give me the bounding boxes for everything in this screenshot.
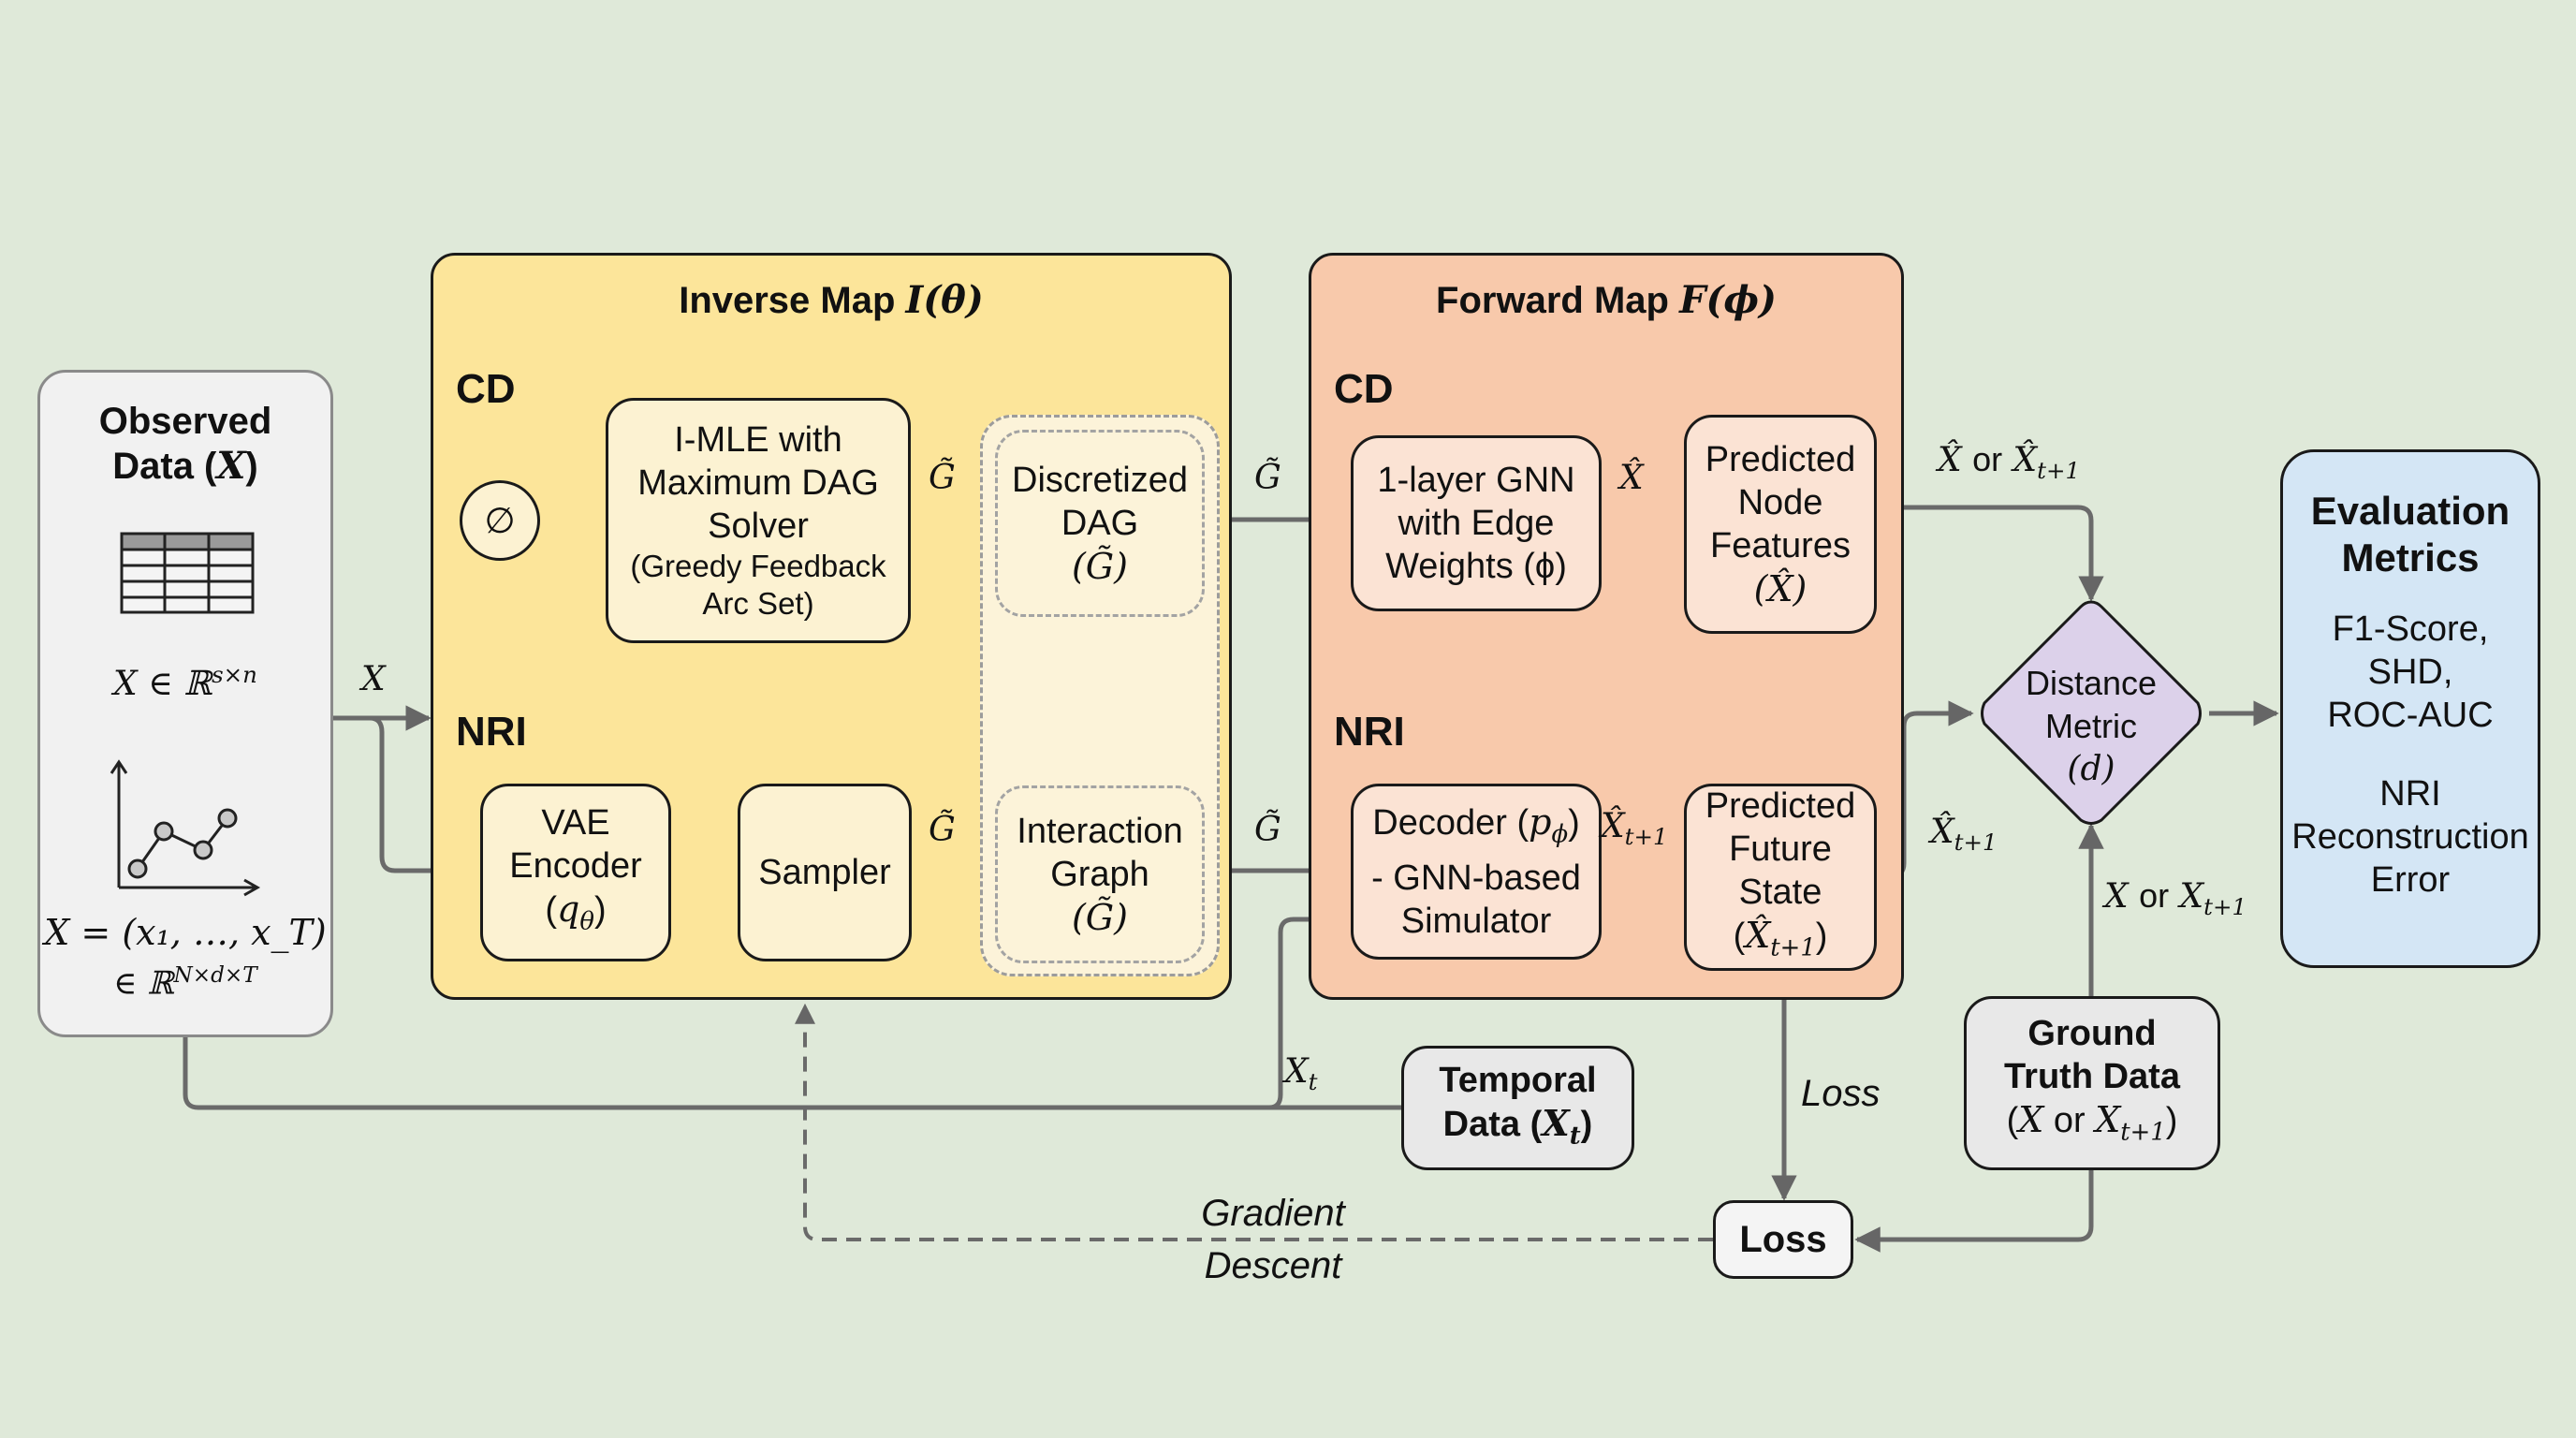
forward-map-title: Forward Map F(ϕ)	[1436, 278, 1777, 322]
imle-dag-solver-node[interactable]: I-MLE with Maximum DAG Solver (Greedy Fe…	[606, 398, 911, 643]
decoder-simulator-node[interactable]: Decoder (pϕ) - GNN-based Simulator	[1351, 784, 1602, 960]
gradient-descent-label: Gradient Descent	[1201, 1193, 1345, 1286]
label-g-tilde-cd-inner: G̃	[929, 459, 956, 497]
label-x-t: Xt	[1284, 1052, 1318, 1096]
evaluation-title: Evaluation Metrics	[2310, 489, 2510, 580]
observed-data-title: Observed Data (X)	[40, 399, 330, 489]
forward-nri-label: NRI	[1334, 709, 1405, 755]
arrow-temporal-to-decoder	[183, 1037, 1401, 1110]
nri-metrics-list: NRI Reconstruction Error	[2291, 774, 2529, 900]
temporal-data-node[interactable]: Temporal Data (Xt)	[1401, 1046, 1634, 1170]
empty-set-symbol: ∅	[484, 501, 516, 541]
loss-node[interactable]: Loss	[1713, 1200, 1853, 1279]
sampler-node[interactable]: Sampler	[738, 784, 912, 961]
label-x-hat-t1-forward: X̂t+1	[1601, 807, 1668, 851]
vae-encoder-node[interactable]: VAE Encoder (qθ)	[480, 784, 671, 961]
distance-metric-node[interactable]: Distance Metric (d)	[1974, 596, 2208, 830]
observed-title-line1: Observed	[98, 401, 272, 442]
arrow-x-to-vae-encoder	[369, 715, 480, 884]
discretized-dag-node[interactable]: Discretized DAG (G̃)	[995, 430, 1205, 617]
evaluation-metrics-panel: Evaluation Metrics F1-Score, SHD, ROC-AU…	[2280, 449, 2540, 968]
inverse-nri-label: NRI	[456, 709, 527, 755]
forward-map-panel: Forward Map F(ϕ) CD NRI 1-layer GNN with…	[1309, 253, 1904, 1000]
label-x-or-x-t1: X or Xt+1	[2104, 876, 2247, 921]
series-formula-line1: X = (x₁, …, x_T)	[44, 912, 327, 953]
arrow-xt-to-decoder	[1268, 906, 1351, 1110]
series-formula-line2: ∈ ℝN×d×T	[113, 963, 257, 1003]
graph-output-column	[980, 415, 1220, 976]
inverse-map-panel: Inverse Map I(θ) CD NRI ∅ I-MLE with Max…	[431, 253, 1232, 1000]
arrow-predicted-node-to-distance	[1876, 505, 2104, 602]
label-x-hat-or-x-hat-t1: X̂ or X̂t+1	[1938, 440, 2081, 485]
table-formula: X ∈ ℝs×n	[113, 661, 257, 703]
diamond-shape	[1981, 600, 2202, 825]
label-x-input: X	[361, 660, 386, 698]
inverse-map-title: Inverse Map I(θ)	[679, 278, 984, 322]
observed-title-line2: Data (X)	[112, 444, 258, 488]
label-g-tilde-cd-between: G̃	[1254, 459, 1281, 497]
label-loss-italic: Loss	[1801, 1073, 1881, 1114]
time-series-chart-icon	[110, 759, 261, 897]
arrow-ground-truth-to-loss	[1854, 1170, 2094, 1253]
ground-truth-node[interactable]: Ground Truth Data (X or Xt+1)	[1964, 996, 2220, 1170]
gnn-edge-weights-node[interactable]: 1-layer GNN with Edge Weights (ϕ)	[1351, 435, 1602, 611]
forward-cd-label: CD	[1334, 366, 1394, 412]
cd-metrics-list: F1-Score, SHD, ROC-AUC	[2327, 609, 2494, 735]
series-formula: X = (x₁, …, x_T) ∈ ℝN×d×T	[40, 911, 330, 1005]
predicted-future-state-node[interactable]: Predicted Future State (X̂t+1)	[1684, 784, 1877, 971]
predicted-node-features-node[interactable]: Predicted Node Features (X̂)	[1684, 415, 1877, 634]
distance-metric-text: Distance Metric (d)	[2025, 664, 2158, 788]
label-g-tilde-nri-inner: G̃	[929, 811, 956, 849]
label-x-hat-t1-to-distance: X̂t+1	[1930, 813, 1998, 857]
label-g-tilde-nri-between: G̃	[1254, 811, 1281, 849]
observed-data-panel: Observed Data (X) X ∈ ℝs×n X = (x₁, …, x…	[37, 370, 333, 1037]
data-table-icon	[120, 532, 255, 614]
inverse-cd-label: CD	[456, 366, 516, 412]
empty-set-node[interactable]: ∅	[460, 480, 540, 561]
arrow-gradient-descent	[795, 1003, 1713, 1241]
interaction-graph-node[interactable]: Interaction Graph (G̃)	[995, 785, 1205, 963]
label-x-hat: X̂	[1619, 459, 1644, 497]
